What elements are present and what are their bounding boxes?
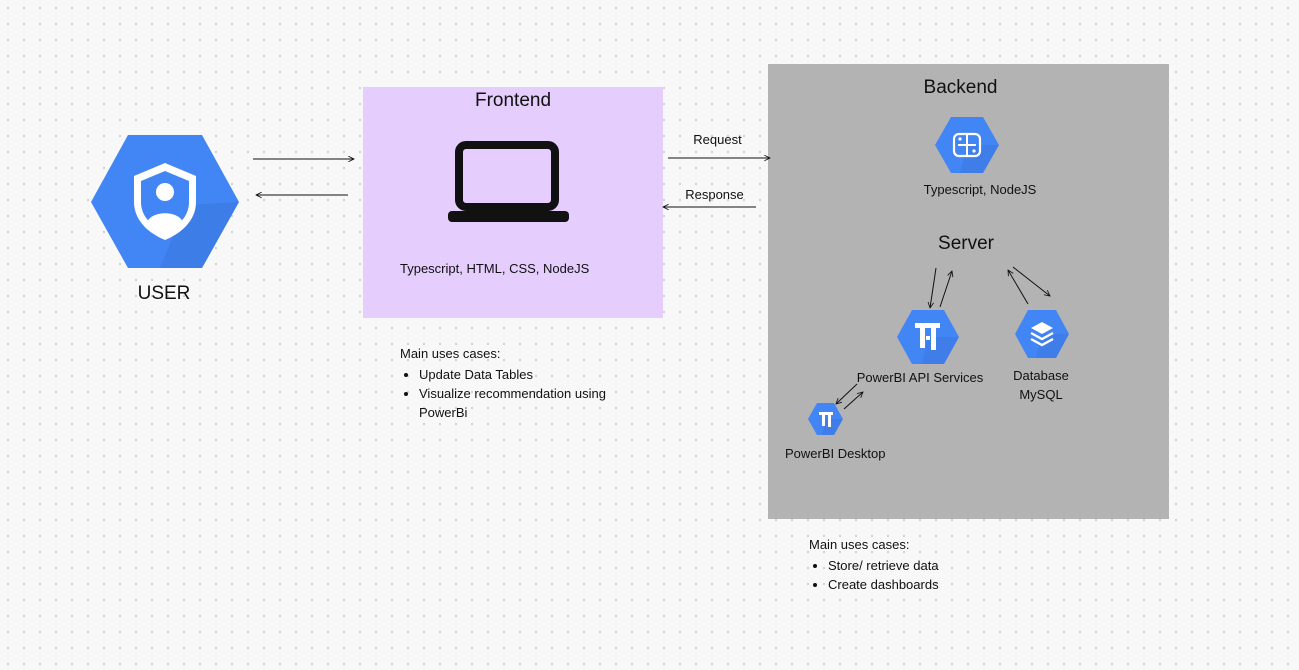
arrow-server-to-db [1012, 266, 1050, 296]
database-engine: MySQL [1019, 387, 1063, 402]
powerbi-desktop-label: PowerBI Desktop [785, 446, 886, 461]
backend-tech: Typescript, NodeJS [923, 182, 1037, 197]
arrow-db-to-server [1008, 270, 1029, 305]
request-label: Request [693, 132, 742, 147]
arrow-desktop-to-api [843, 392, 863, 410]
list-item: Create dashboards [828, 575, 1009, 594]
backend-uses-list: Store/ retrieve data Create dashboards [809, 556, 1009, 594]
frontend-uses-title: Main uses cases: [400, 346, 501, 361]
arrow-api-to-desktop [836, 383, 858, 404]
backend-title: Backend [923, 77, 998, 98]
database-name: Database [1013, 368, 1069, 383]
ai-brain-icon [935, 117, 999, 173]
frontend-uses: Main uses cases: Update Data Tables Visu… [400, 346, 640, 422]
frontend-uses-list: Update Data Tables Visualize recommendat… [400, 365, 640, 422]
backend-uses: Main uses cases: Store/ retrieve data Cr… [809, 537, 1009, 594]
list-item: Store/ retrieve data [828, 556, 1009, 575]
arrow-api-to-server [939, 271, 952, 308]
frontend-tech: Typescript, HTML, CSS, NodeJS [400, 261, 590, 276]
frontend-box [363, 87, 663, 318]
laptop-icon [448, 141, 569, 222]
list-item: Update Data Tables [419, 365, 640, 384]
database-stack-icon [1015, 310, 1069, 358]
list-item: Visualize recommendation using PowerBi [419, 384, 640, 422]
server-title: Server [938, 233, 994, 254]
powerbi-api-icon [897, 310, 959, 364]
database-label: Database MySQL [994, 366, 1088, 404]
backend-uses-title: Main uses cases: [809, 537, 910, 552]
powerbi-api-label: PowerBI API Services [856, 370, 984, 385]
powerbi-desktop-icon [808, 403, 843, 435]
user-shield-icon [91, 135, 239, 268]
response-label: Response [685, 187, 744, 202]
user-label: USER [137, 283, 191, 304]
frontend-title: Frontend [474, 90, 552, 111]
arrow-server-to-api [930, 267, 937, 308]
